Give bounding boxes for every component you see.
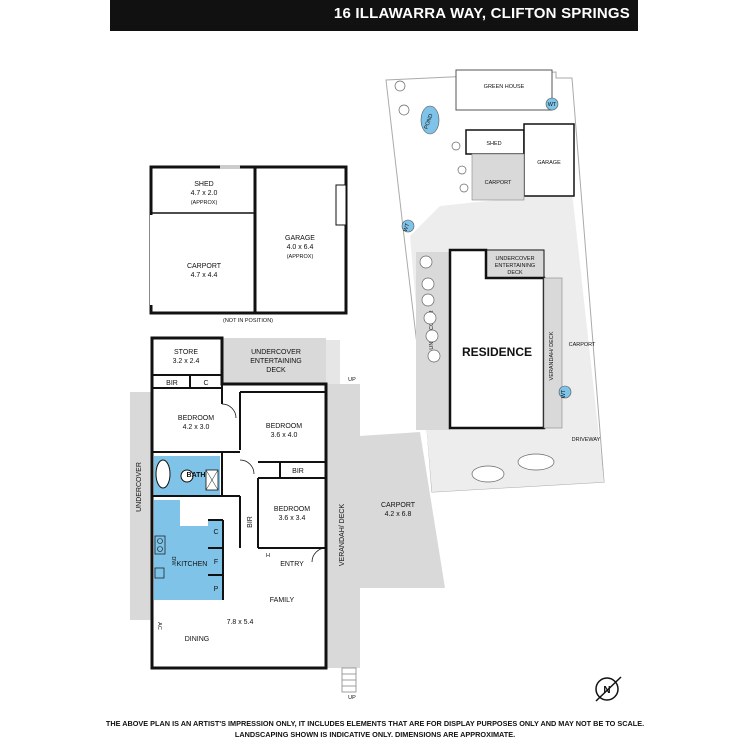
site-greenhouse-label: GREEN HOUSE [484, 84, 525, 90]
site-carport-2-label: CARPORT [569, 342, 596, 348]
bedroom3-label: BEDROOM [274, 506, 310, 513]
carport-label-2: CARPORT [381, 502, 416, 509]
bir-label-3: BIR [247, 516, 254, 528]
site-shed [465, 129, 525, 155]
house-plan: STORE 3.2 x 2.4 UNDERCOVER ENTERTAINING … [130, 336, 445, 701]
deck-area [222, 338, 326, 384]
entry-label: ENTRY [280, 561, 304, 568]
shed-window [220, 165, 240, 169]
entry-steps [341, 667, 357, 693]
internal-walls [152, 374, 326, 600]
fridge-label: F [214, 559, 218, 566]
site-tank-3 [558, 385, 572, 399]
kitchen-fixtures [154, 535, 166, 579]
site-deck-label-3: DECK [507, 270, 523, 276]
site-verandah-label: VERANDAH/ DECK [549, 331, 555, 380]
site-driveway-label: DRIVEWAY [572, 437, 601, 443]
site-garage-label: GARAGE [537, 160, 561, 166]
site-shrubs [394, 80, 555, 483]
deck-label-3: DECK [266, 367, 286, 374]
garage-note: (APPROX) [287, 254, 314, 260]
carport-opening [150, 215, 154, 305]
north-label: N [603, 685, 610, 696]
dishwasher-label: DW [170, 556, 176, 566]
site-pond [420, 105, 440, 135]
site-pond-label: POND [424, 113, 435, 130]
door-swings [221, 403, 327, 563]
pantry-fill [208, 520, 223, 600]
deck-label-1: UNDERCOVER [251, 349, 301, 356]
store-label: STORE [174, 349, 198, 356]
store-dims: 3.2 x 2.4 [173, 358, 200, 365]
site-wt-1: WT [548, 102, 557, 108]
kitchen-label: KITCHEN [177, 561, 208, 568]
site-plan: GREEN HOUSE WT POND SHED GARAGE CARPORT … [385, 69, 605, 493]
site-wt-2: WT [403, 222, 412, 233]
verandah-area [326, 384, 360, 668]
bedroom2-label: BEDROOM [266, 423, 302, 430]
bir-label-2: BIR [292, 468, 304, 475]
bedroom2-dims: 3.6 x 4.0 [271, 432, 298, 439]
bedroom3-dims: 3.6 x 3.4 [279, 515, 306, 522]
site-carport-1-label: CARPORT [485, 180, 512, 186]
site-greenhouse [455, 69, 553, 111]
undercover-label: UNDERCOVER [136, 462, 143, 512]
carport-area [360, 432, 445, 588]
site-deck-label-1: UNDERCOVER [495, 256, 534, 262]
site-shed-label: SHED [486, 141, 501, 147]
outbuilding-plan: SHED 4.7 x 2.0 (APPROX) CARPORT 4.7 x 4.… [149, 165, 348, 324]
shed-label: SHED [194, 181, 213, 188]
family-label: FAMILY [270, 597, 295, 604]
outbuilding-walls [149, 165, 348, 315]
site-verandah [543, 277, 563, 429]
disclaimer: THE ABOVE PLAN IS AN ARTIST'S IMPRESSION… [0, 718, 750, 740]
garage-label: GARAGE [285, 235, 315, 242]
shed-note: (APPROX) [191, 200, 218, 206]
site-residence-label: RESIDENCE [462, 345, 532, 359]
carport-dims-2: 4.2 x 6.8 [385, 511, 412, 518]
site-deck [485, 249, 545, 279]
kitchen-fill [154, 500, 208, 600]
heater-label: H [266, 553, 270, 559]
undercover-area [130, 392, 152, 620]
deck-step [326, 340, 340, 384]
verandah-label: VERANDAH/ DECK [339, 504, 346, 567]
position-note: (NOT IN POSITION) [223, 318, 273, 324]
family-dims: 7.8 x 5.4 [227, 619, 254, 626]
site-wt-3: WT [561, 389, 567, 398]
disclaimer-line-2: LANDSCAPING SHOWN IS INDICATIVE ONLY. DI… [234, 730, 516, 739]
up-label-2: UP [348, 695, 356, 701]
garage-dims: 4.0 x 6.4 [287, 244, 314, 251]
site-tank-2 [401, 219, 415, 233]
bath-label: BATH [187, 472, 206, 479]
carport-label: CARPORT [187, 263, 222, 270]
shed-dims: 4.7 x 2.0 [191, 190, 218, 197]
garage-window [335, 184, 347, 226]
disclaimer-line-1: THE ABOVE PLAN IS AN ARTIST'S IMPRESSION… [105, 719, 645, 728]
bir-label-1: BIR [166, 380, 178, 387]
site-garage [523, 123, 575, 197]
up-label-1: UP [348, 377, 356, 383]
deck-label-2: ENTERTAINING [250, 358, 301, 365]
bedroom1-label: BEDROOM [178, 415, 214, 422]
house-outer-walls [150, 336, 328, 670]
bath-fixtures [155, 459, 219, 491]
ac-label: AC [156, 622, 162, 630]
site-deck-label-2: ENTERTAINING [495, 263, 535, 269]
bedroom1-dims: 4.2 x 3.0 [183, 424, 210, 431]
closet-label-2: C [213, 529, 218, 536]
carport-dims: 4.7 x 4.4 [191, 272, 218, 279]
site-carport-1 [471, 153, 525, 201]
pantry-label: P [214, 586, 219, 593]
header-bar: 16 ILLAWARRA WAY, CLIFTON SPRINGS [110, 0, 638, 31]
closet-label-1: C [203, 380, 208, 387]
dining-label: DINING [185, 636, 210, 643]
north-compass: N [595, 676, 622, 702]
page-title: 16 ILLAWARRA WAY, CLIFTON SPRINGS [333, 5, 630, 22]
site-tank-1 [545, 97, 559, 111]
